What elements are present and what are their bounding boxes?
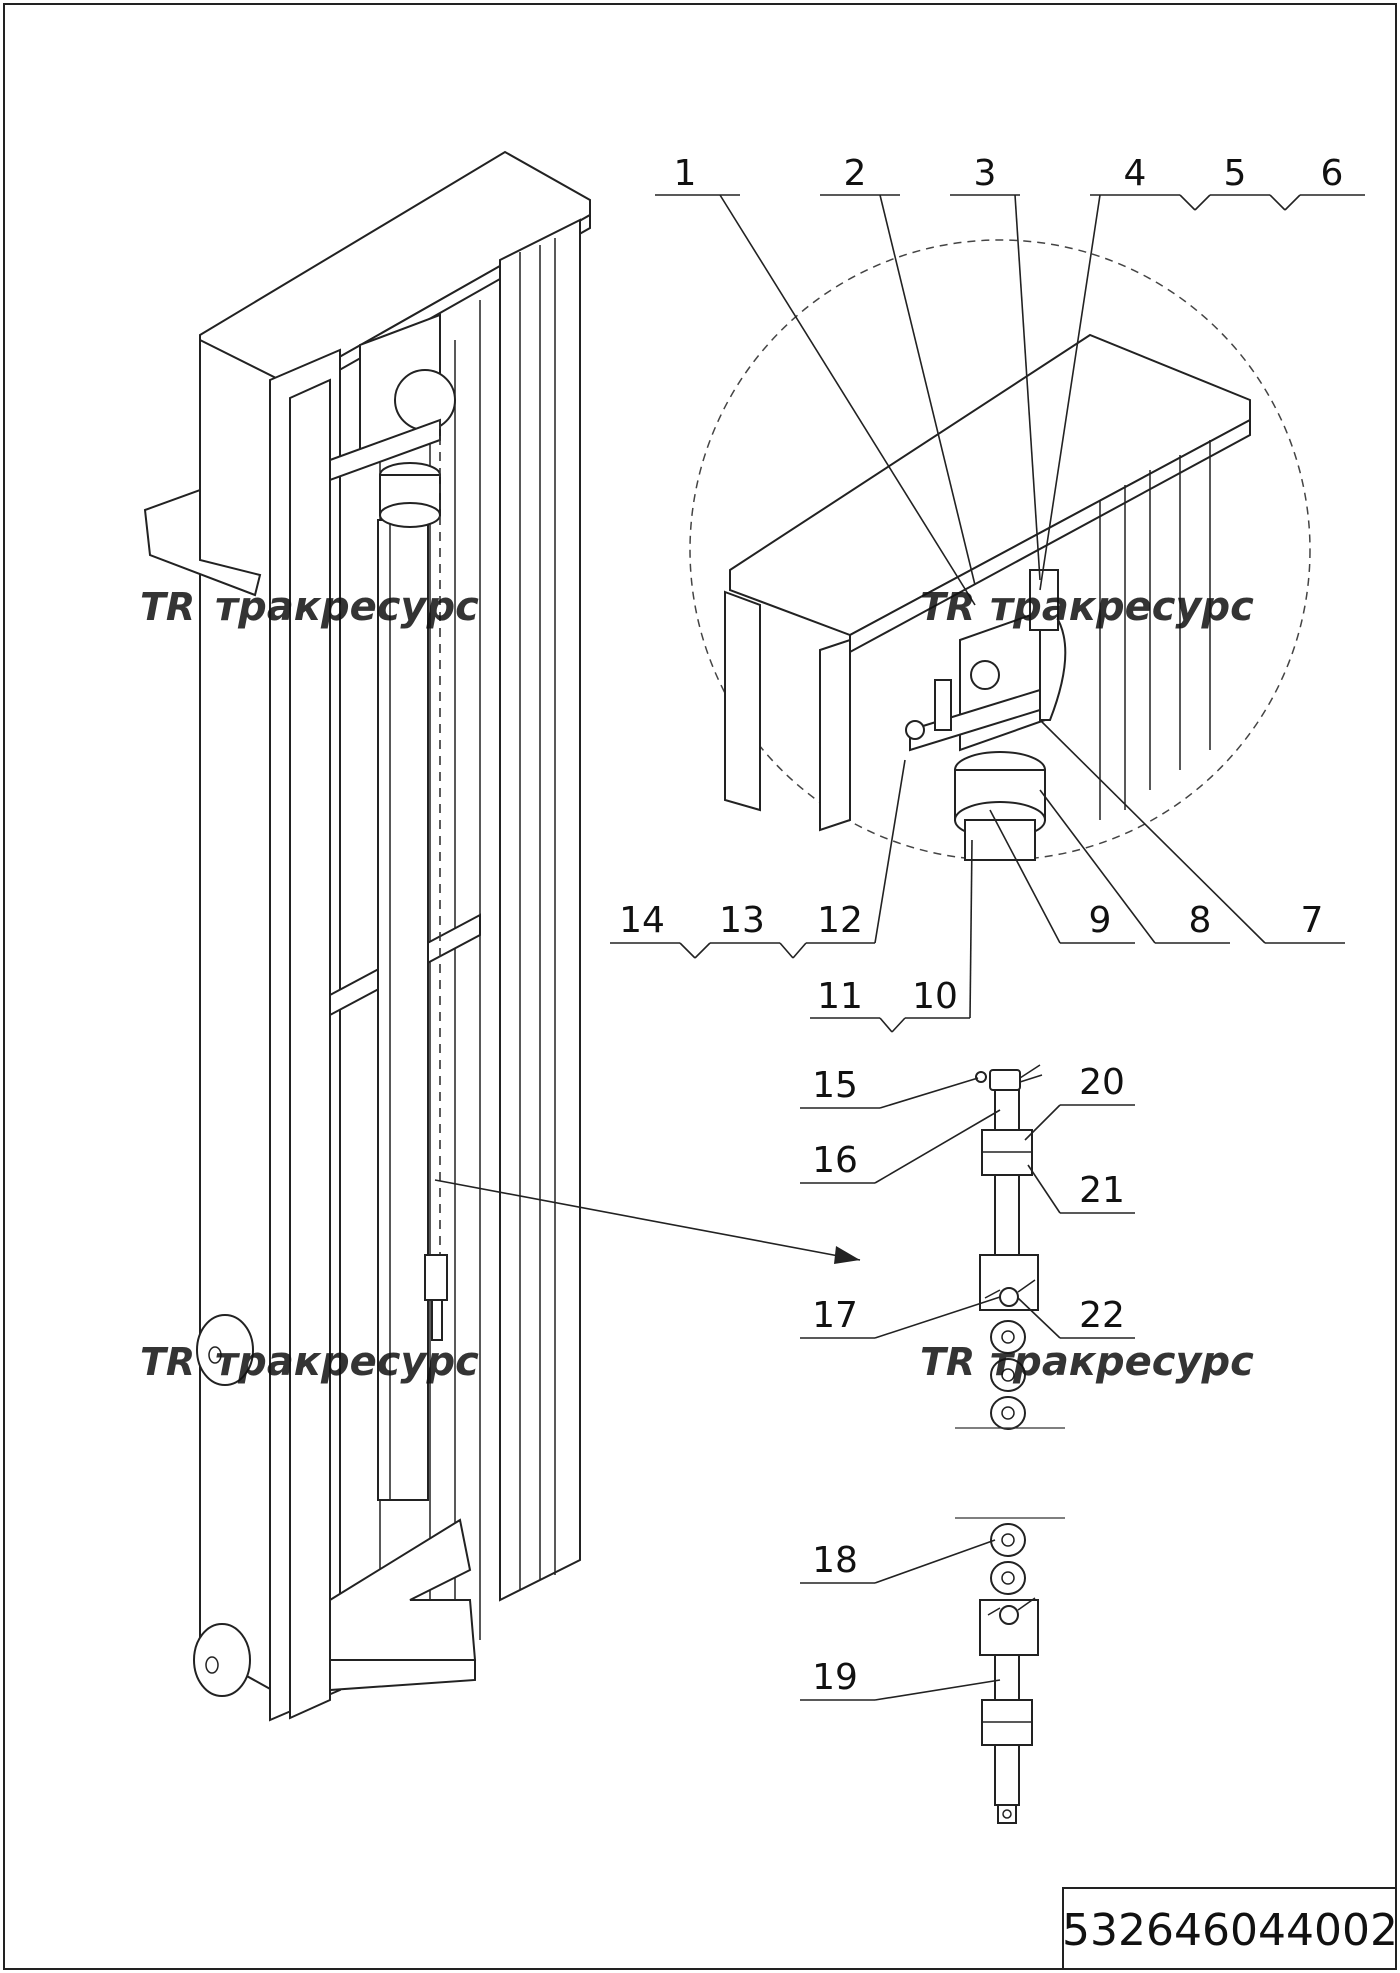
callout-3: 3 — [974, 153, 997, 194]
chain-detail — [955, 1064, 1065, 1824]
watermark-logo: TR — [920, 585, 975, 629]
watermark-text: трак­ресурс — [990, 1339, 1254, 1385]
callout-6: 6 — [1321, 153, 1344, 194]
watermark-text: трак­ресурс — [990, 584, 1254, 630]
watermark-logo: TR — [140, 585, 195, 629]
callout-13: 13 — [719, 900, 765, 941]
callout-4: 4 — [1124, 153, 1147, 194]
callout-20: 20 — [1079, 1062, 1125, 1103]
callout-15: 15 — [812, 1065, 858, 1106]
watermark-text: трак­ресурс — [215, 1339, 479, 1385]
watermarks: TR трак­ресурс TR трак­ресурс TR трак­ре… — [140, 584, 1254, 1385]
callout-9: 9 — [1089, 900, 1112, 941]
callout-18: 18 — [812, 1540, 858, 1581]
watermark-logo: TR — [920, 1340, 975, 1384]
callout-12: 12 — [817, 900, 863, 941]
callout-16: 16 — [812, 1140, 858, 1181]
detail-view — [689, 239, 1311, 861]
callout-1: 1 — [674, 153, 697, 194]
part-number-box: 532646044002 — [1062, 1887, 1398, 1970]
callout-11: 11 — [817, 976, 863, 1017]
watermark-text: трак­ресурс — [215, 584, 479, 630]
callout-14: 14 — [619, 900, 665, 941]
part-number: 532646044002 — [1062, 1905, 1398, 1956]
callout-8: 8 — [1189, 900, 1212, 941]
callout-labels: 1 2 3 4 5 6 7 8 9 10 11 12 13 14 15 16 1… — [619, 153, 1343, 1698]
callout-21: 21 — [1079, 1170, 1125, 1211]
sheet-border — [3, 3, 1397, 1970]
watermark-logo: TR — [140, 1340, 195, 1384]
callout-10: 10 — [912, 976, 958, 1017]
callout-22: 22 — [1079, 1295, 1125, 1336]
callout-17: 17 — [812, 1295, 858, 1336]
leader-lines — [610, 194, 1365, 1701]
callout-5: 5 — [1224, 153, 1247, 194]
mast-assembly — [143, 150, 861, 1722]
callout-19: 19 — [812, 1657, 858, 1698]
callout-2: 2 — [844, 153, 867, 194]
callout-7: 7 — [1301, 900, 1324, 941]
